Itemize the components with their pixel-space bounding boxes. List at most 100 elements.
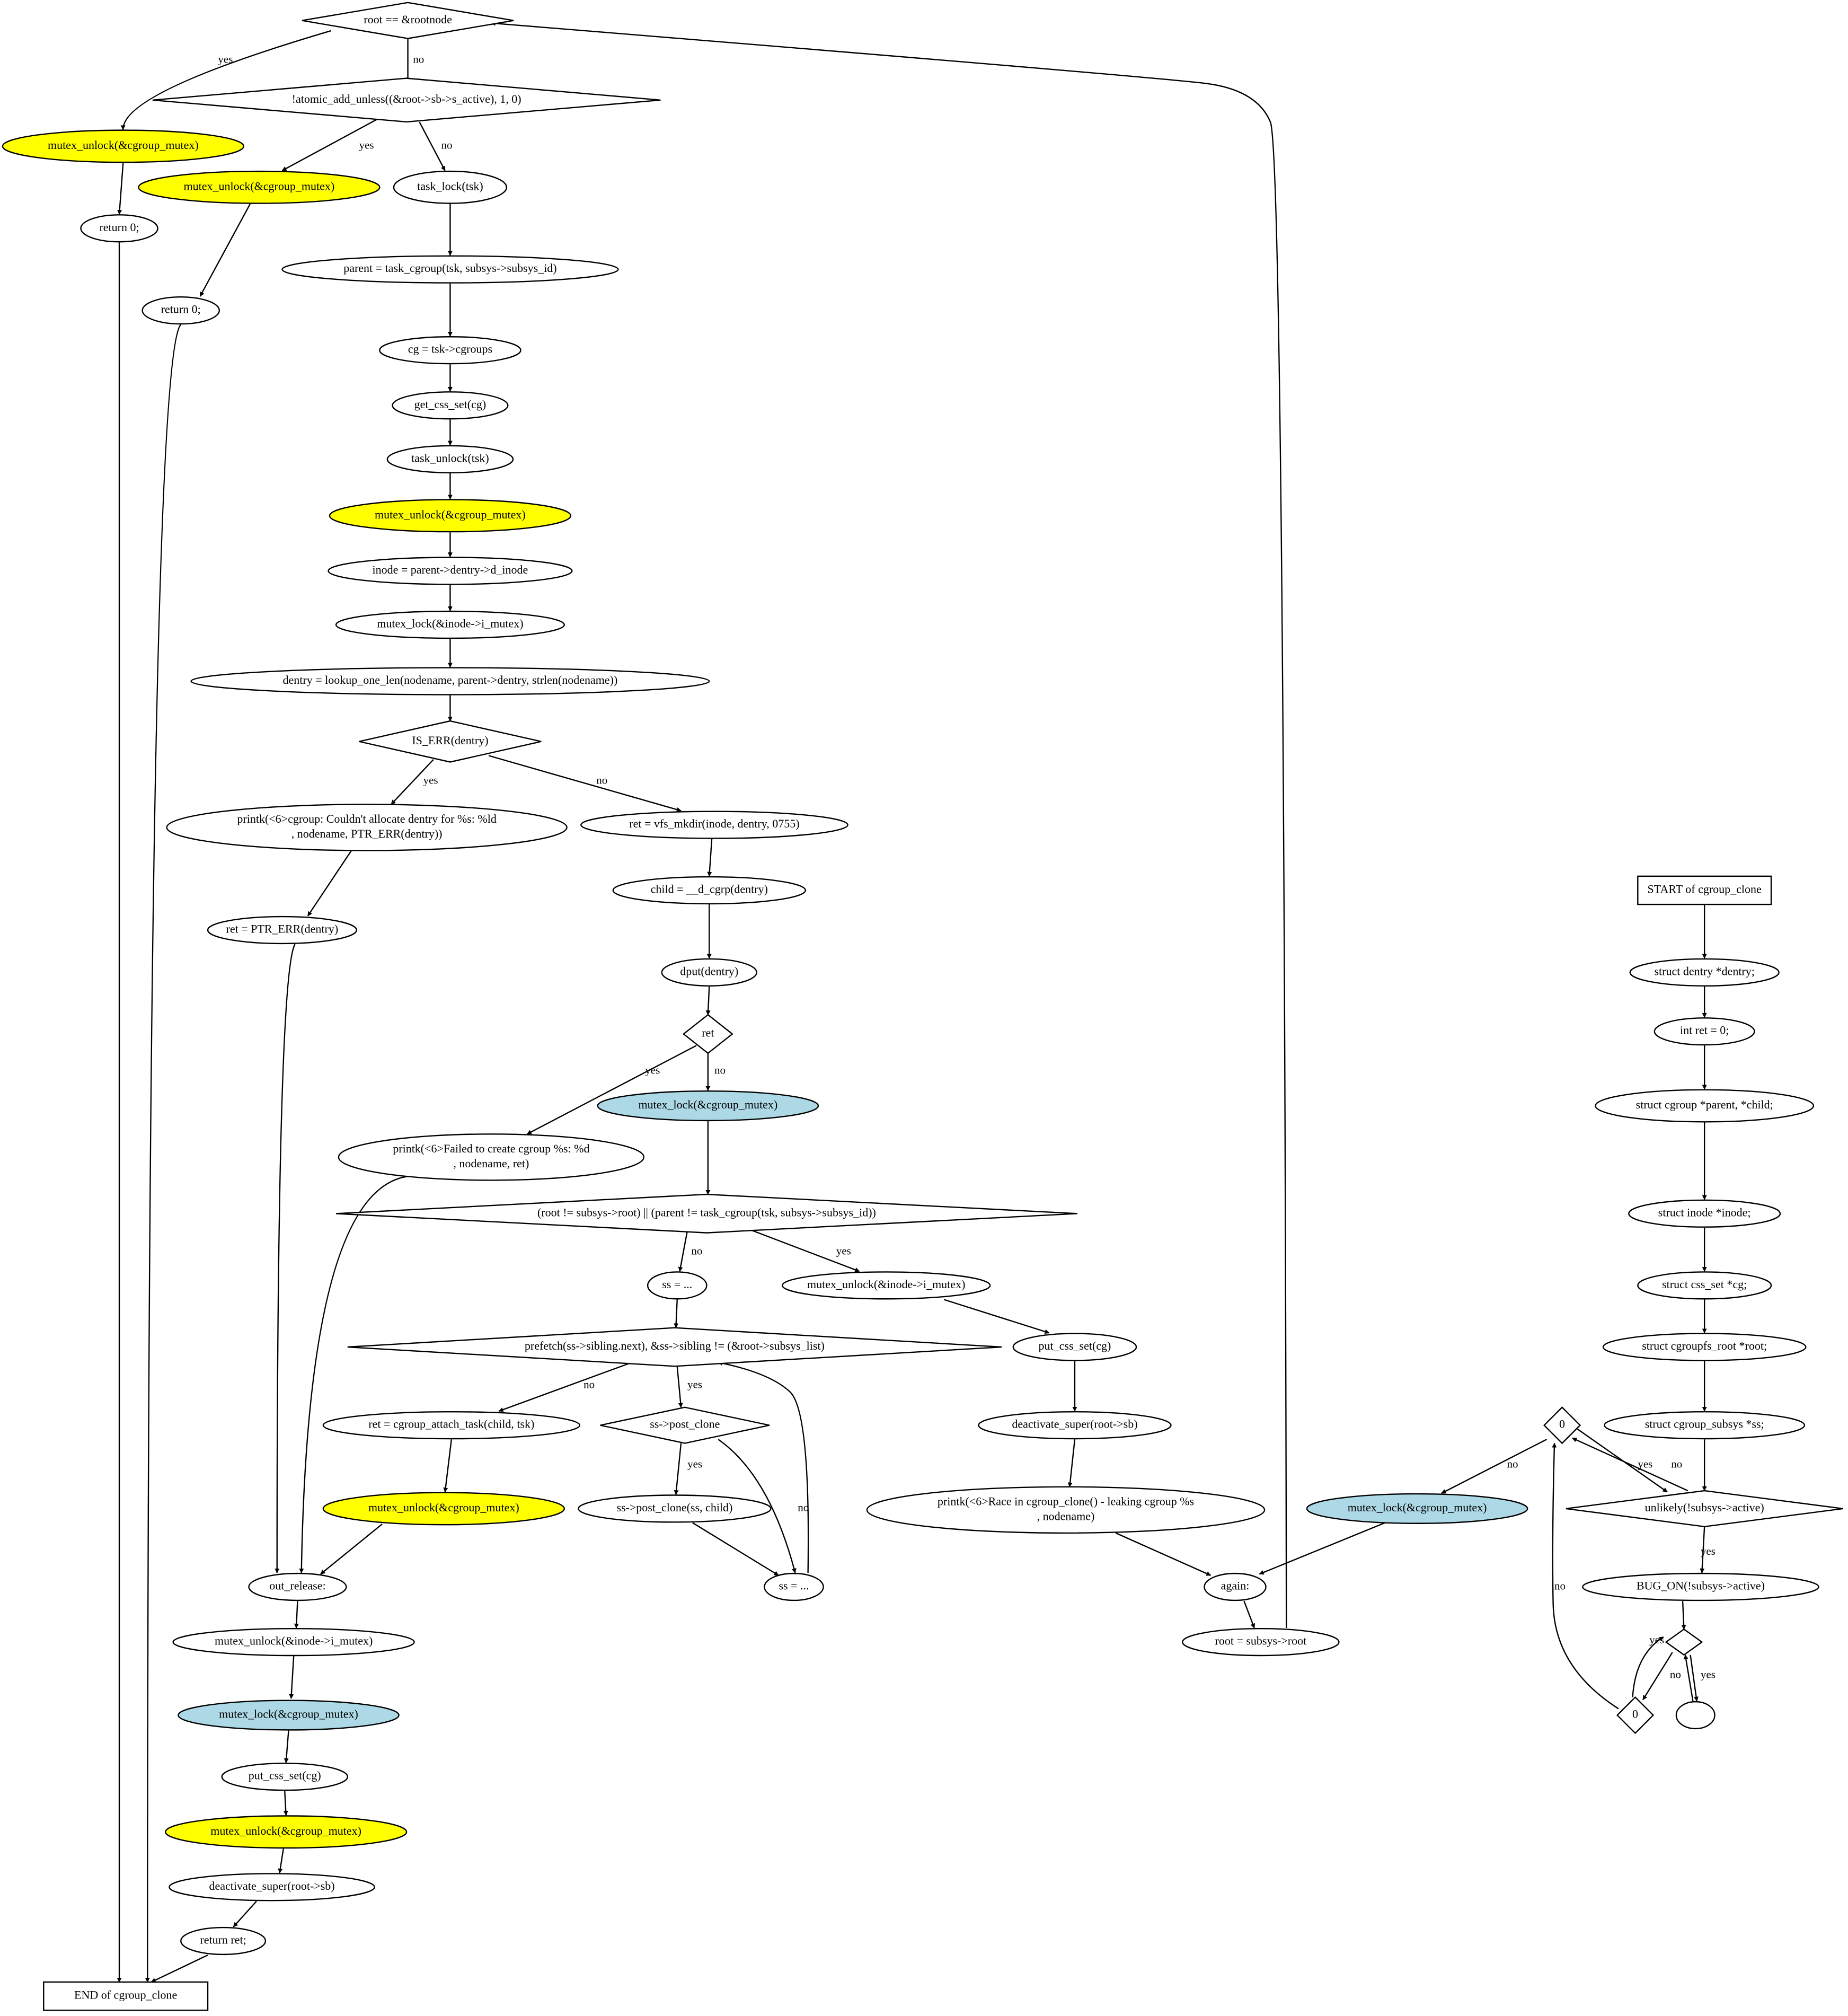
node-putcss1: put_css_set(cg): [1012, 1333, 1137, 1361]
node-attach: ret = cgroup_attach_task(child, tsk): [322, 1411, 581, 1440]
edge-arrow: [1700, 1526, 1705, 1573]
node-ptrerr: ret = PTR_ERR(dentry): [207, 915, 357, 945]
node-dentry: dentry = lookup_one_len(nodename, parent…: [190, 667, 710, 696]
node-label: mutex_unlock(&cgroup_mutex): [368, 1501, 519, 1514]
node-shape: [1204, 1572, 1267, 1601]
node-label: put_css_set(cg): [249, 1769, 321, 1782]
node-label: ret = vfs_mkdir(inode, dentry, 0755): [629, 817, 799, 830]
node-shape: [1566, 1490, 1843, 1528]
node-label: mutex_lock(&cgroup_mutex): [219, 1707, 358, 1721]
node-shape: [379, 336, 521, 365]
edge-label-no: no: [583, 1378, 595, 1390]
edge-arrow: [1681, 1601, 1686, 1630]
node-label: mutex_lock(&cgroup_mutex): [1348, 1501, 1487, 1514]
node-label: , nodename, ret): [453, 1157, 529, 1170]
edge-arrow: [674, 1443, 682, 1495]
node-printk2: printk(<6>Failed to create cgroup %s: %d…: [338, 1133, 645, 1181]
node-shape: [781, 1271, 991, 1300]
node-printk3: printk(<6>Race in cgroup_clone() - leaki…: [866, 1486, 1266, 1534]
node-retret: return ret;: [180, 1926, 267, 1956]
node-label: printk(<6>Race in cgroup_clone() - leaki…: [938, 1494, 1194, 1508]
node-shape: [1637, 1271, 1772, 1300]
edge-label-no: no: [1670, 1668, 1681, 1680]
node-label: struct dentry *dentry;: [1654, 964, 1754, 978]
node-shape: [322, 1411, 581, 1440]
edge-arrow: [275, 944, 296, 1573]
node-label: mutex_unlock(&cgroup_mutex): [183, 179, 334, 192]
node-root-eq: root == &rootnode: [302, 2, 514, 39]
edge-arrow: [1441, 1439, 1548, 1494]
node-ret: ret: [682, 1014, 733, 1054]
node-shape: [207, 915, 357, 945]
node-shape: [580, 811, 848, 839]
node-shape: [138, 170, 381, 204]
node-deact1: deactivate_super(root->sb): [978, 1411, 1172, 1440]
node-label: deactivate_super(root->sb): [209, 1879, 334, 1892]
node-outrel: out_release:: [248, 1572, 347, 1601]
node-decl3: struct cgroup *parent, *child;: [1595, 1089, 1815, 1123]
node-postclone: ss->post_clone: [600, 1406, 770, 1444]
node-shape: [281, 255, 619, 284]
node-again: again:: [1204, 1572, 1267, 1601]
node-label: ss = ...: [662, 1278, 692, 1291]
node-start: START of cgroup_clone: [1637, 875, 1772, 905]
node-shape: [80, 214, 158, 243]
node-empty: [1675, 1701, 1716, 1730]
edge-arrow: [692, 1522, 779, 1576]
node-shape: [647, 1271, 708, 1300]
edge-arrow: [294, 1601, 299, 1628]
node-decl2: int ret = 0;: [1654, 1017, 1755, 1046]
edge-label-yes: yes: [1638, 1457, 1652, 1470]
edge-arrow: [526, 1045, 697, 1135]
node-shape: [302, 2, 514, 39]
edge-arrow: [488, 755, 682, 812]
node-label: ss->post_clone(ss, child): [616, 1501, 732, 1514]
node-label: ss = ...: [779, 1579, 809, 1592]
node-shape: [335, 610, 565, 639]
node-label: cg = tsk->cgroups: [408, 342, 492, 356]
edge-arrow: [391, 759, 434, 805]
node-shape: [347, 1327, 1002, 1367]
edge-arrow: [289, 1656, 295, 1699]
node-shape: [1582, 1572, 1819, 1601]
node-shape: [597, 1090, 819, 1122]
edge-arrow: [674, 1299, 679, 1328]
node-mkdir: ret = vfs_mkdir(inode, dentry, 0755): [580, 811, 848, 839]
node-iunlock1: mutex_unlock(&inode->i_mutex): [781, 1271, 991, 1300]
node-shape: [1543, 1406, 1581, 1445]
node-shape: [392, 391, 509, 420]
edge-arrow: [498, 1363, 629, 1412]
edge-arrow: [120, 30, 331, 130]
node-ss1: ss = ...: [647, 1271, 708, 1300]
node-iserr: IS_ERR(dentry): [359, 720, 542, 763]
node-ilock: mutex_lock(&inode->i_mutex): [335, 610, 565, 639]
node-shape: [1595, 1089, 1815, 1123]
edge-arrow: [299, 1175, 408, 1573]
edge-label-yes: yes: [1649, 1633, 1664, 1646]
edge-arrow: [1683, 1654, 1694, 1702]
node-shape: [221, 1763, 349, 1791]
node-printk1: printk(<6>cgroup: Couldn't allocate dent…: [166, 804, 568, 851]
node-shape: [1616, 1696, 1655, 1735]
node-label: mutex_lock(&cgroup_mutex): [638, 1098, 777, 1111]
edge-arrow: [1259, 1522, 1386, 1575]
node-end: END of cgroup_clone: [43, 1981, 209, 2011]
node-child: child = __d_cgrp(dentry): [612, 876, 806, 905]
node-shape: [764, 1572, 824, 1601]
node-mu1: mutex_unlock(&cgroup_mutex): [2, 129, 245, 163]
edge-arrow: [199, 204, 251, 297]
node-iunlock2: mutex_unlock(&inode->i_mutex): [172, 1627, 415, 1657]
node-label: IS_ERR(dentry): [412, 734, 488, 747]
edge-label-no: no: [714, 1064, 726, 1077]
edge-arrow: [233, 1900, 257, 1927]
node-tlock: task_lock(tsk): [393, 170, 508, 204]
edge-label-yes: yes: [1701, 1668, 1716, 1680]
node-label: ret: [702, 1026, 714, 1040]
edge-label-yes: yes: [836, 1245, 851, 1257]
node-shape: [661, 958, 757, 987]
node-decl6: struct cgroupfs_root *root;: [1602, 1333, 1807, 1361]
node-label: printk(<6>Failed to create cgroup %s: %d: [393, 1142, 589, 1155]
